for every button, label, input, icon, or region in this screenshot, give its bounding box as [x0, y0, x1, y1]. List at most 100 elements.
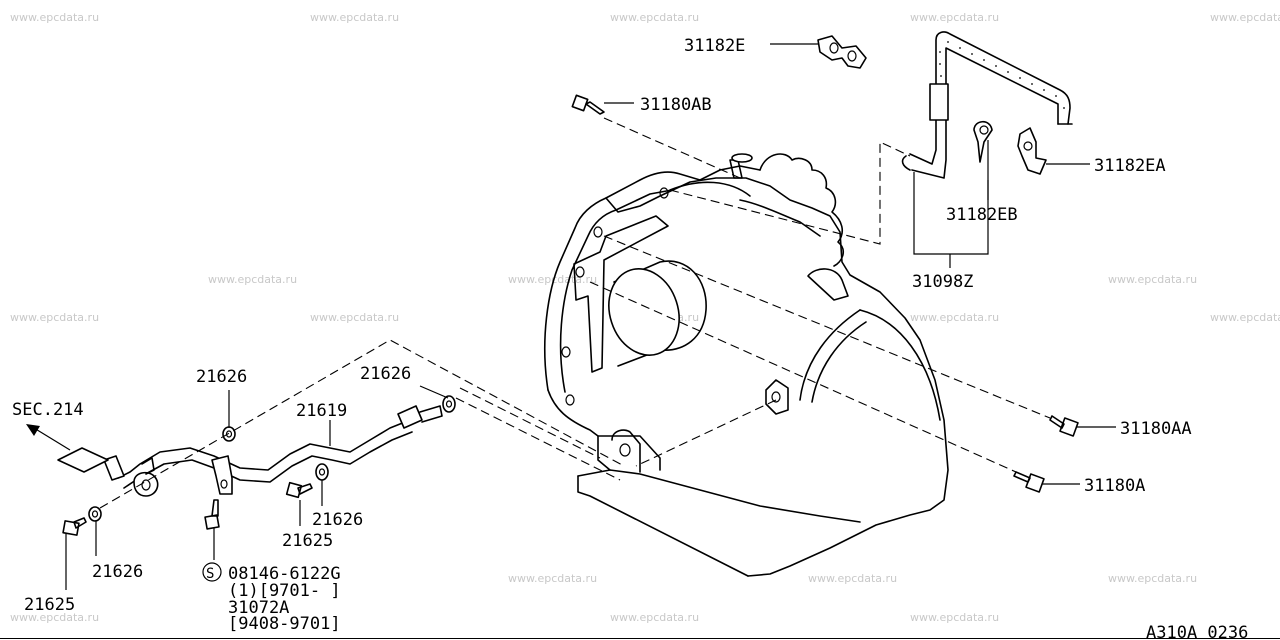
side-boss	[765, 379, 789, 415]
case-bottom-edge	[577, 469, 861, 523]
breather-hose-lower	[901, 155, 911, 171]
bell-housing-flange-inner	[559, 189, 673, 393]
callout-labels: 31182E 31180AB 31182EA 31182EB 31098Z 31…	[12, 36, 1192, 615]
flange-hole	[575, 266, 585, 278]
label-31182E: 31182E	[684, 36, 745, 56]
standard-part-symbol-letter: S	[206, 566, 214, 582]
label-31098Z: 31098Z	[912, 272, 973, 292]
hose-clip	[973, 120, 993, 163]
label-21625-mid: 21625	[282, 531, 333, 551]
transmission-assembly	[544, 153, 949, 577]
oil-tube-assembly	[57, 405, 443, 497]
label-bolt-code: 08146-6122G	[228, 564, 341, 584]
side-boss-hole	[771, 391, 781, 403]
label-date-range: [9408-9701]	[228, 614, 341, 634]
bolt-shaft	[585, 101, 605, 115]
assembly-lines	[99, 117, 1051, 509]
clip-31182E	[817, 35, 867, 69]
label-31182EA: 31182EA	[1094, 156, 1166, 176]
breather-hose-assembly	[901, 31, 1073, 268]
clip-31182EB	[973, 120, 993, 163]
standard-part-symbol	[202, 562, 222, 582]
leader-lines	[65, 43, 1116, 590]
breather-hose-inner	[911, 47, 1059, 179]
flange-lower	[547, 389, 611, 471]
top-ridge-line	[739, 199, 821, 237]
bolt-31180A	[1013, 471, 1045, 493]
label-21619: 21619	[296, 401, 347, 421]
washer-21626-top	[222, 426, 236, 442]
breather-fitting-top	[731, 153, 753, 163]
bolt-08146	[204, 499, 220, 530]
label-31182EB: 31182EB	[946, 205, 1018, 225]
bell-housing-flange	[544, 165, 761, 391]
watermark: www.epcdata.ru	[10, 611, 99, 624]
starter-cylinder-end	[608, 268, 680, 356]
watermark: www.epcdata.ru	[610, 611, 699, 624]
bolt-shaft	[1049, 415, 1065, 429]
bolt-31180AA	[1049, 415, 1079, 437]
label-31072A: 31072A	[228, 598, 289, 618]
oil-tube-21619	[117, 419, 411, 479]
label-21626-left: 21626	[92, 562, 143, 582]
flange-hole	[659, 187, 669, 199]
bolt-shaft	[1013, 471, 1031, 483]
bracket-clip	[141, 457, 155, 475]
bracket-hole	[220, 479, 228, 489]
label-21626-right: 21626	[360, 364, 411, 384]
watermark: www.epcdata.ru	[208, 273, 297, 286]
mount-boss	[611, 429, 641, 473]
case-bottom	[577, 475, 749, 577]
watermark: www.epcdata.ru	[1108, 273, 1197, 286]
tube-fitting-stem	[419, 405, 443, 423]
washer-21626-mid	[315, 463, 329, 481]
clip-hole	[1023, 141, 1033, 151]
oil-tube-21619-lower	[123, 431, 413, 489]
flange-hole	[565, 394, 575, 406]
case-rim-inner	[811, 321, 867, 403]
label-31180A: 31180A	[1084, 476, 1145, 496]
bolt-head	[571, 94, 589, 112]
hose-texture	[939, 41, 1065, 109]
top-cover	[669, 181, 751, 197]
label-21625-left: 21625	[24, 595, 75, 615]
label-21626-mid: 21626	[312, 510, 363, 530]
mount-boss-hole	[619, 443, 631, 457]
label-sec-214: SEC.214	[12, 400, 84, 420]
watermark: www.epcdata.ru	[10, 11, 99, 24]
watermark: www.epcdata.ru	[310, 311, 399, 324]
watermark: www.epcdata.ru	[808, 572, 897, 585]
washer-21626-left	[88, 506, 102, 522]
clip-hole	[829, 42, 839, 54]
clip-hole	[847, 50, 857, 62]
watermark: www.epcdata.ru	[310, 11, 399, 24]
watermark: www.epcdata.ru	[610, 11, 699, 24]
watermark: www.epcdata.ru	[910, 11, 999, 24]
hose-clip	[1017, 127, 1047, 175]
bolt-spec-block: S 08146-6122G (1)[9701- ] 31072A [9408-9…	[202, 562, 341, 634]
diagram-code: A310A 0236	[1146, 623, 1248, 640]
bolt-head	[1059, 417, 1079, 437]
case-rib	[597, 435, 661, 471]
tube-bracket	[211, 455, 233, 495]
flange-window	[573, 215, 669, 373]
watermark: www.epcdata.ru	[10, 311, 99, 324]
watermark: www.epcdata.ru	[1108, 572, 1197, 585]
case-flange-curve	[859, 309, 941, 421]
sec-214-panel	[57, 447, 109, 473]
label-31180AB: 31180AB	[640, 95, 712, 115]
starter-cylinder	[613, 260, 707, 367]
main-case	[605, 177, 949, 577]
flange-hole	[593, 226, 603, 238]
watermark: www.epcdata.ru	[910, 611, 999, 624]
label-bolt-qty: (1)[9701- ]	[228, 581, 341, 601]
bolt-31180AB	[571, 94, 605, 115]
hose-bracket-lines	[913, 172, 989, 255]
clip-31182EA	[1017, 127, 1047, 175]
case-rim	[799, 309, 861, 401]
flange-hole	[561, 346, 571, 358]
eye-fitting-hole	[141, 479, 151, 491]
watermark: www.epcdata.ru	[508, 572, 597, 585]
watermark: www.epcdata.ru	[910, 311, 999, 324]
